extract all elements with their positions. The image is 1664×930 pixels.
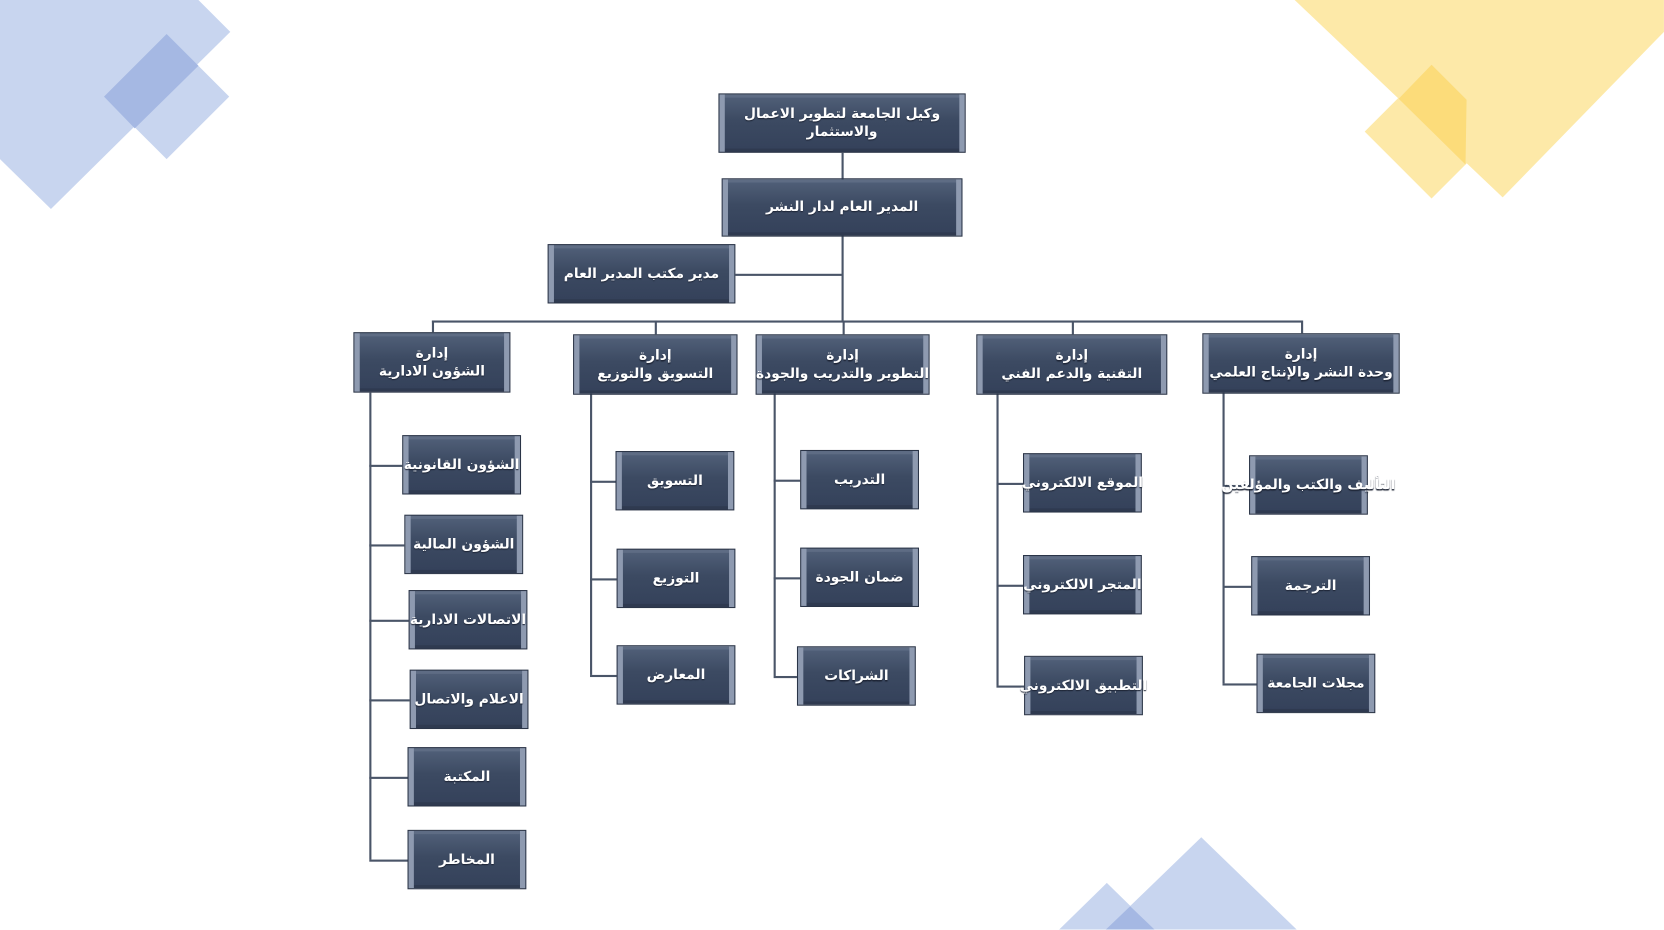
unit-box: الاتصالات الادارية — [408, 590, 528, 650]
connector-line — [1222, 683, 1257, 686]
connector-line — [369, 776, 408, 779]
box-label: الشراكات — [824, 668, 889, 684]
unit-box: التأليف والكتب والمؤلفين — [1222, 455, 1395, 515]
box-label: الشؤون الادارية — [378, 363, 485, 380]
box-label: إدارة — [638, 347, 672, 364]
unit-box: الشؤون القانونية — [402, 435, 522, 495]
connector-line — [369, 392, 372, 860]
unit-box: التسويق — [615, 451, 735, 511]
connector-line — [841, 152, 844, 321]
connector-line — [1071, 320, 1074, 335]
box-label: المخاطر — [439, 851, 495, 868]
connector-line — [369, 464, 403, 467]
connector-line — [996, 685, 1025, 688]
unit-box: المتجر الالكتروني — [1022, 555, 1142, 615]
box-label: التوزيع — [652, 570, 700, 587]
unit-box: المخاطر — [407, 829, 527, 890]
box-label: ضمان الجودة — [815, 569, 904, 586]
box-label: التسويق والتوزيع — [597, 365, 714, 382]
connector-line — [590, 480, 616, 483]
connector-line — [1301, 320, 1304, 334]
unit-box: الاعلام والاتصال — [409, 669, 529, 730]
connector-line — [654, 320, 657, 335]
box-label: الاعلام والاتصال — [414, 691, 524, 708]
box-label: والاستثمار — [806, 124, 878, 141]
box-label: الشؤون المالية — [413, 536, 515, 553]
general-manager-box: المدير العام لدار النشر — [721, 178, 963, 237]
connector-line — [369, 544, 405, 547]
unit-box: المكتبة — [407, 747, 527, 807]
box-label: إدارة — [826, 347, 859, 364]
box-label: المتجر الالكتروني — [1023, 576, 1142, 593]
connector-line — [431, 320, 435, 333]
connector-line — [1222, 585, 1252, 588]
connector-line — [1222, 484, 1250, 488]
connector-line — [369, 619, 409, 622]
box-label: مدير مكتب المدير العام — [563, 265, 720, 282]
decor-diamond-yellow-large — [1294, 0, 1664, 198]
connector-line — [996, 584, 1023, 587]
box-label: المكتبة — [443, 768, 491, 785]
box-label: التأليف والكتب والمؤلفين — [1221, 477, 1396, 493]
box-label: وكيل الجامعة لتطوير الاعمال — [743, 106, 941, 123]
box-label: الموقع الالكتروني — [1021, 474, 1144, 491]
unit-box: الترجمة — [1251, 556, 1371, 616]
unit-box: مجلات الجامعة — [1256, 653, 1376, 714]
connector-line — [996, 482, 1023, 485]
connector-line — [369, 699, 410, 702]
unit-box: التدريب — [800, 449, 919, 510]
connector-line — [1222, 392, 1225, 684]
box-label: التطوير والتدريب والجودة — [756, 365, 930, 382]
connector-line — [369, 859, 408, 862]
connector-line — [773, 479, 801, 482]
connector-line — [996, 393, 999, 686]
box-label: مجلات الجامعة — [1267, 675, 1365, 692]
box-label: الشؤون القانونية — [403, 456, 520, 473]
box-label: إدارة — [1055, 347, 1089, 364]
decor-diamond-blue-bottom-overlap — [1105, 906, 1155, 930]
connector-line — [735, 273, 842, 276]
box-label: إدارة — [415, 345, 449, 362]
office-manager-box: مدير مكتب المدير العام — [547, 244, 736, 304]
connector-line — [590, 674, 617, 678]
box-label: التسويق — [647, 472, 703, 489]
box-label: إدارة — [1284, 346, 1318, 363]
unit-box: الموقع الالكتروني — [1021, 453, 1144, 513]
connector-line — [773, 675, 797, 679]
box-label: المعارض — [646, 666, 706, 683]
box-label: الترجمة — [1284, 577, 1337, 594]
connector-line — [842, 320, 845, 335]
decor-diamond-yellow-overlap — [1398, 64, 1467, 165]
connector-line — [773, 577, 801, 580]
connector-line — [773, 393, 776, 676]
connector-line — [590, 578, 617, 581]
box-label: التقنية والدعم الفني — [1001, 365, 1143, 382]
unit-box: الشراكات — [796, 646, 916, 706]
connector-line — [431, 320, 1303, 323]
connector-line — [590, 393, 593, 675]
box-label: المدير العام لدار النشر — [765, 199, 919, 216]
decor-diamond-blue-bottom-large — [1105, 837, 1297, 930]
unit-box: الشؤون المالية — [404, 514, 524, 575]
unit-box: التوزيع — [616, 548, 736, 609]
unit-box: ضمان الجودة — [800, 547, 919, 608]
box-label: الاتصالات الادارية — [409, 611, 527, 628]
decor-diamond-blue-overlap — [103, 33, 199, 129]
unit-box: المعارض — [616, 645, 736, 705]
unit-box: التطبيق الالكتروني — [1020, 655, 1147, 716]
box-label: التطبيق الالكتروني — [1019, 677, 1148, 694]
box-label: وحدة النشر والإنتاج العلمي — [1209, 364, 1393, 381]
box-label: التدريب — [833, 471, 886, 488]
